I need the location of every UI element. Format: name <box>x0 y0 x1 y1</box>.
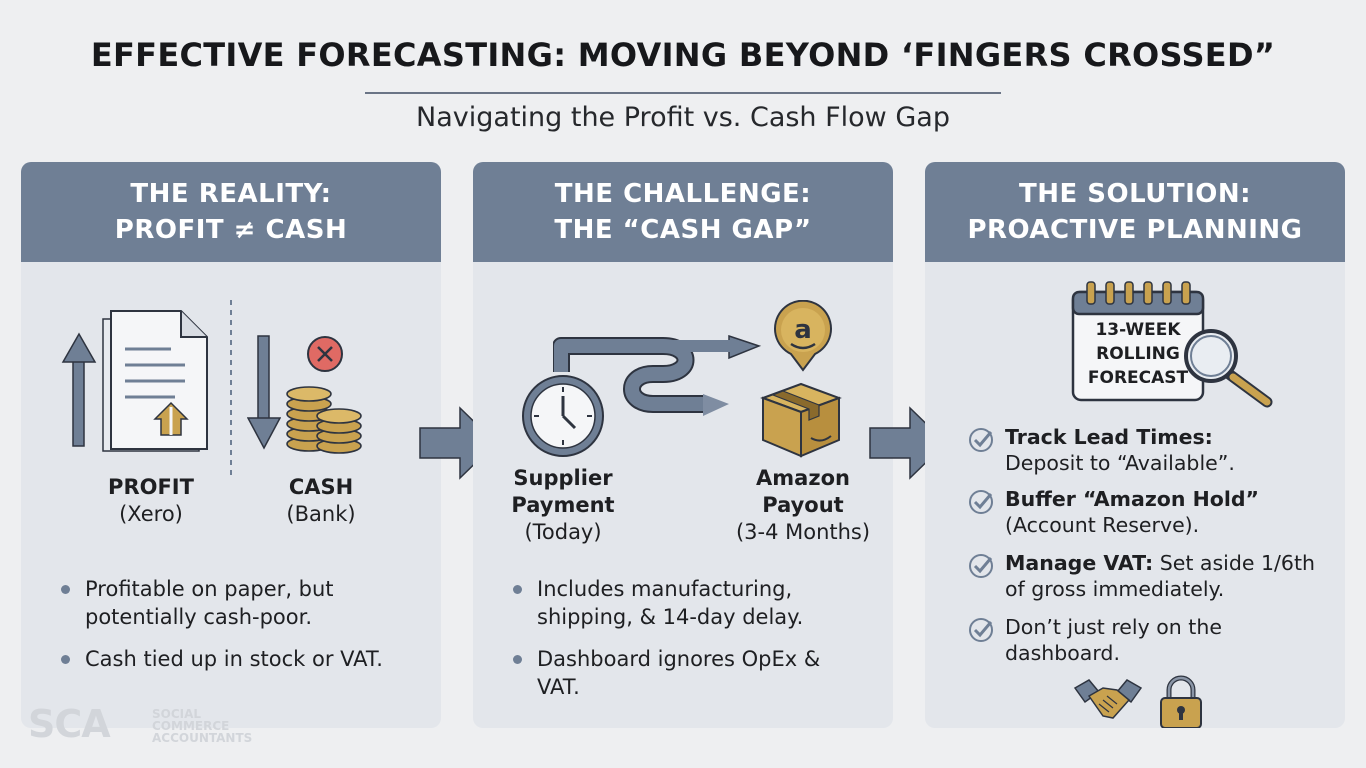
amazon-label-sub: (3-4 Months) <box>735 520 871 544</box>
page-subtitle: Navigating the Profit vs. Cash Flow Gap <box>416 102 950 133</box>
watermark-line-3: ACCOUNTANTS <box>152 731 253 745</box>
profit-cash-divider <box>230 300 232 480</box>
cash-label-sub: (Bank) <box>286 502 356 526</box>
check-icon <box>969 490 993 514</box>
check-4-text: Don’t just rely on the dashboard. <box>1005 615 1222 665</box>
check-3-text: Set aside 1/6th of gross immediately. <box>1005 551 1316 601</box>
panel-reality-heading-line1: THE REALITY: <box>130 179 332 209</box>
check-1-text: Deposit to “Available”. <box>1005 451 1235 475</box>
watermark-text: SOCIAL COMMERCE ACCOUNTANTS <box>152 708 252 744</box>
error-x-icon <box>307 336 343 372</box>
cash-label: CASH (Bank) <box>251 474 391 528</box>
supplier-label-sub: (Today) <box>524 520 602 544</box>
amazon-label-line2: Payout <box>762 493 844 517</box>
up-arrow-icon <box>61 332 97 447</box>
handshake-icon <box>1073 679 1143 719</box>
amazon-label-line1: Amazon <box>756 466 850 490</box>
calendar-line-3: FORECAST <box>1087 368 1189 388</box>
check-2-text: (Account Reserve). <box>1005 513 1200 537</box>
panel-reality-header: THE REALITY: PROFIT ≠ CASH <box>21 162 441 262</box>
watermark-line-2: COMMERCE <box>152 719 230 733</box>
page-title: EFFECTIVE FORECASTING: MOVING BEYOND ‘FI… <box>90 36 1276 74</box>
challenge-bullet-1: Includes manufacturing, shipping, & 14-d… <box>513 575 873 631</box>
package-icon <box>760 382 842 458</box>
amazon-pin-icon: a <box>774 300 832 372</box>
calendar-line-1: 13-WEEK <box>1095 320 1181 340</box>
clock-icon <box>522 375 604 457</box>
check-icon <box>969 554 993 578</box>
watermark-logo: SCA <box>28 702 111 746</box>
lock-icon <box>1160 675 1202 728</box>
profit-label-sub: (Xero) <box>119 502 183 526</box>
panel-challenge-heading-line2: THE “CASH GAP” <box>554 215 812 245</box>
title-divider <box>365 92 1001 94</box>
calendar-icon <box>1071 281 1205 402</box>
panel-reality: THE REALITY: PROFIT ≠ CASH <box>21 162 441 728</box>
check-2-bold: Buffer “Amazon Hold” <box>1005 487 1260 511</box>
supplier-label-line2: Payment <box>511 493 615 517</box>
supplier-label-line1: Supplier <box>513 466 613 490</box>
reality-bullet-1: Profitable on paper, but potentially cas… <box>61 575 421 631</box>
reality-bullet-2: Cash tied up in stock or VAT. <box>61 645 431 673</box>
magnifier-icon <box>1184 329 1273 408</box>
check-1-bold: Track Lead Times: <box>1005 425 1213 449</box>
panel-solution: THE SOLUTION: PROACTIVE PLANNING 13-WEEK… <box>925 162 1345 728</box>
document-icon <box>102 310 208 452</box>
solution-check-3: Manage VAT: Set aside 1/6th of gross imm… <box>967 550 1317 602</box>
challenge-bullet-2: Dashboard ignores OpEx & VAT. <box>513 645 833 701</box>
solution-check-2: Buffer “Amazon Hold” (Account Reserve). <box>967 486 1337 538</box>
check-icon <box>969 618 993 642</box>
panel-solution-header: THE SOLUTION: PROACTIVE PLANNING <box>925 162 1345 262</box>
solution-check-1: Track Lead Times: Deposit to “Available”… <box>967 424 1337 476</box>
panel-challenge: THE CHALLENGE: THE “CASH GAP” a <box>473 162 893 728</box>
down-arrow-icon <box>247 335 281 450</box>
panel-challenge-header: THE CHALLENGE: THE “CASH GAP” <box>473 162 893 262</box>
supplier-payment-label: Supplier Payment (Today) <box>483 465 643 546</box>
check-icon <box>969 428 993 452</box>
cash-label-title: CASH <box>288 475 354 499</box>
panel-challenge-heading-line1: THE CHALLENGE: <box>554 179 812 209</box>
panel-solution-heading-line1: THE SOLUTION: <box>1018 179 1252 209</box>
solution-check-4: Don’t just rely on the dashboard. <box>967 614 1267 666</box>
coins-icon <box>286 386 362 454</box>
watermark-line-1: SOCIAL <box>152 707 202 721</box>
profit-label-title: PROFIT <box>108 475 194 499</box>
profit-label: PROFIT (Xero) <box>81 474 221 528</box>
cash-gap-path <box>553 334 762 416</box>
panel-solution-heading-line2: PROACTIVE PLANNING <box>967 215 1303 245</box>
amazon-payout-label: Amazon Payout (3-4 Months) <box>713 465 893 546</box>
calendar-line-2: ROLLING <box>1096 344 1180 364</box>
svg-text:a: a <box>794 315 812 345</box>
panel-reality-heading-line2: PROFIT ≠ CASH <box>114 215 348 245</box>
check-3-bold: Manage VAT: <box>1005 551 1154 575</box>
calendar-text: 13-WEEK ROLLING FORECAST <box>1069 318 1207 390</box>
